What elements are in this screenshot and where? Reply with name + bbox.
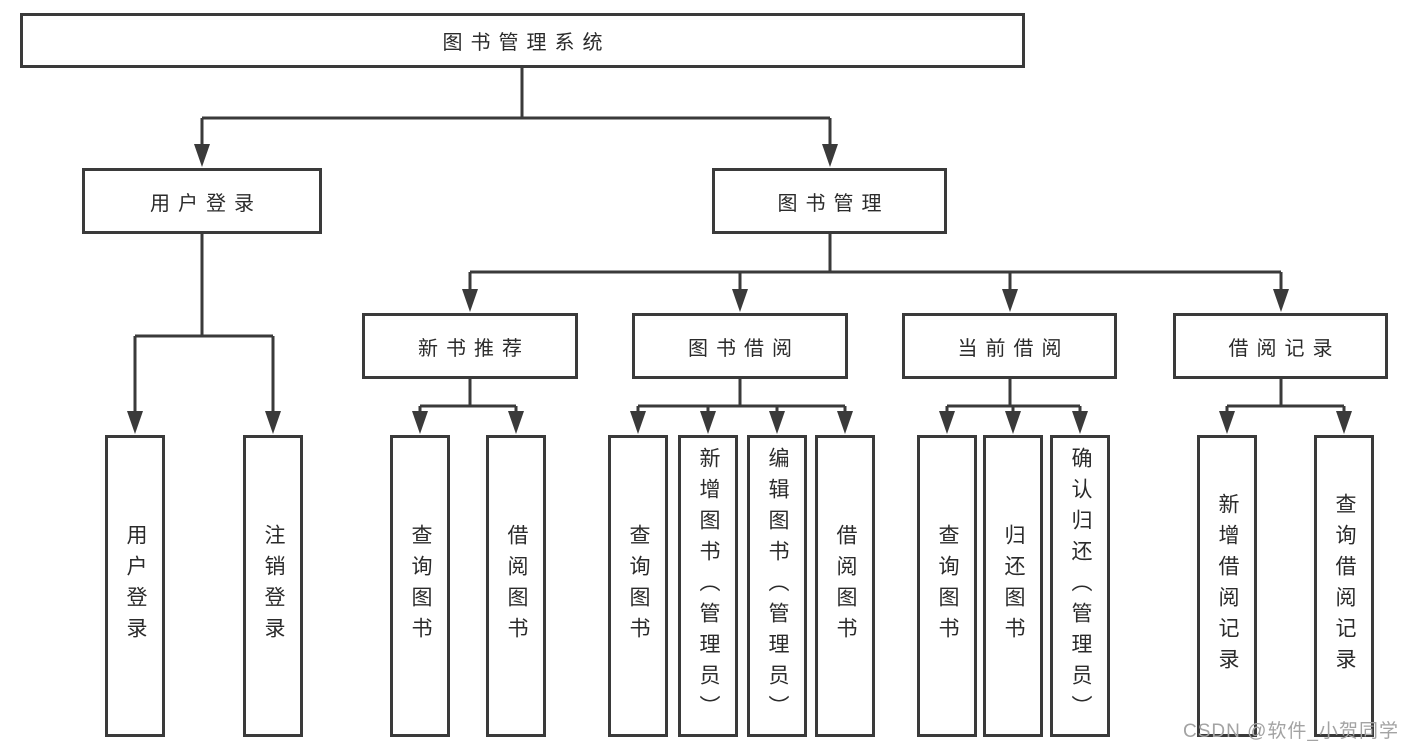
leaf-newbook-query-books: 查询图书 <box>390 435 450 737</box>
node-current-borrowing: 当前借阅 <box>902 313 1117 379</box>
leaf-records-query-borrow-record-label: 查询借阅记录 <box>1333 493 1356 679</box>
leaf-logout: 注销登录 <box>243 435 303 737</box>
leaf-user-login-label: 用户登录 <box>124 524 147 648</box>
leaf-current-query-books-label: 查询图书 <box>936 524 959 648</box>
leaf-current-query-books: 查询图书 <box>917 435 977 737</box>
leaf-borrowing-edit-books-admin-label: 编辑图书（管理员） <box>766 446 789 726</box>
leaf-records-add-borrow-record: 新增借阅记录 <box>1197 435 1257 737</box>
leaf-current-return-books-label: 归还图书 <box>1002 524 1025 648</box>
leaf-borrowing-borrow-books: 借阅图书 <box>815 435 875 737</box>
node-book-management: 图书管理 <box>712 168 947 234</box>
leaf-borrowing-borrow-books-label: 借阅图书 <box>834 524 857 648</box>
arrowheads <box>127 144 1352 434</box>
leaf-borrowing-query-books: 查询图书 <box>608 435 668 737</box>
leaf-current-confirm-return-admin: 确认归还（管理员） <box>1050 435 1110 737</box>
node-library-management-system: 图书管理系统 <box>20 13 1025 68</box>
node-new-book-recommendation: 新书推荐 <box>362 313 578 379</box>
node-book-borrowing: 图书借阅 <box>632 313 848 379</box>
leaf-newbook-borrow-books-label: 借阅图书 <box>505 524 528 648</box>
node-borrowing-records: 借阅记录 <box>1173 313 1388 379</box>
leaf-borrowing-edit-books-admin: 编辑图书（管理员） <box>747 435 807 737</box>
leaf-current-return-books: 归还图书 <box>983 435 1043 737</box>
leaf-borrowing-add-books-admin: 新增图书（管理员） <box>678 435 738 737</box>
leaf-records-add-borrow-record-label: 新增借阅记录 <box>1216 493 1239 679</box>
leaf-borrowing-query-books-label: 查询图书 <box>627 524 650 648</box>
node-user-login: 用户登录 <box>82 168 322 234</box>
leaf-newbook-borrow-books: 借阅图书 <box>486 435 546 737</box>
leaf-user-login: 用户登录 <box>105 435 165 737</box>
leaf-records-query-borrow-record: 查询借阅记录 <box>1314 435 1374 737</box>
leaf-current-confirm-return-admin-label: 确认归还（管理员） <box>1069 446 1092 726</box>
watermark: CSDN @软件_小贺同学 <box>1183 721 1399 742</box>
leaf-borrowing-add-books-admin-label: 新增图书（管理员） <box>697 446 720 726</box>
leaf-logout-label: 注销登录 <box>262 524 285 648</box>
leaf-newbook-query-books-label: 查询图书 <box>409 524 432 648</box>
